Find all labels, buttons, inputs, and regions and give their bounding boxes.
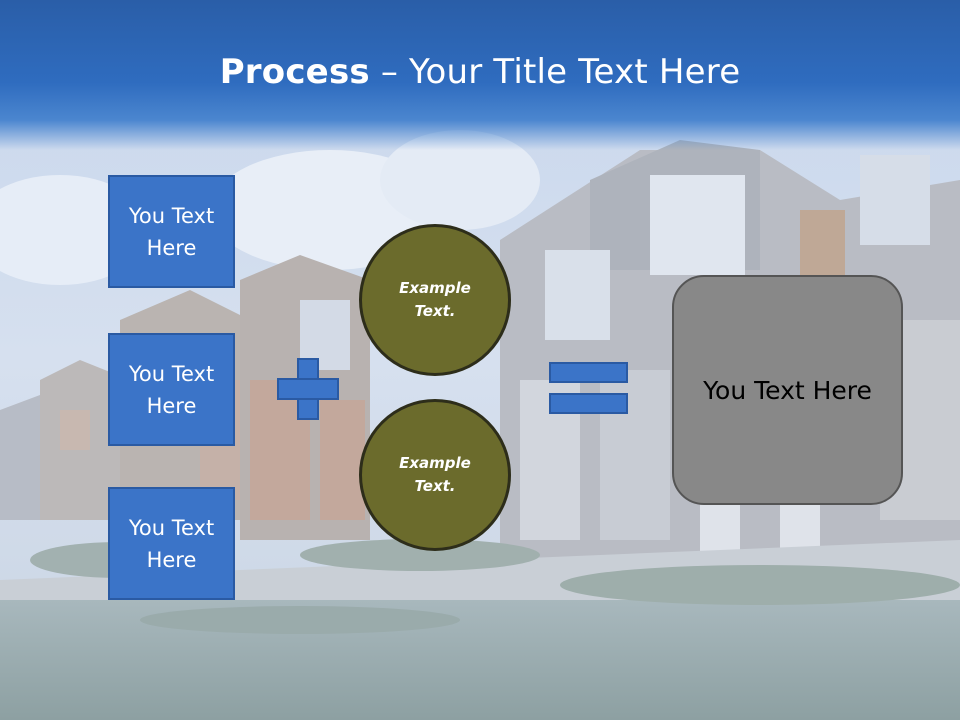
equals-icon-bottom-bar — [549, 393, 628, 414]
equals-icon-top-bar — [549, 362, 628, 383]
plus-icon-center — [299, 380, 317, 398]
text-box-3[interactable]: You Text Here — [108, 487, 235, 600]
text-box-2[interactable]: You Text Here — [108, 333, 235, 446]
title-band — [0, 0, 960, 150]
example-circle-2[interactable]: Example Text. — [359, 399, 511, 551]
example-circle-1-label: Example Text. — [399, 279, 471, 320]
example-circle-1[interactable]: Example Text. — [359, 224, 511, 376]
slide-title-bold: Process — [219, 52, 370, 92]
result-box-label: You Text Here — [703, 375, 872, 405]
slide-title-rest: – Your Title Text Here — [369, 52, 741, 92]
equals-icon — [549, 362, 628, 414]
slide-title: Process – Your Title Text Here — [0, 52, 960, 92]
example-circle-2-label: Example Text. — [399, 454, 471, 495]
text-box-1[interactable]: You Text Here — [108, 175, 235, 288]
result-box[interactable]: You Text Here — [672, 275, 903, 505]
plus-icon — [277, 358, 339, 420]
